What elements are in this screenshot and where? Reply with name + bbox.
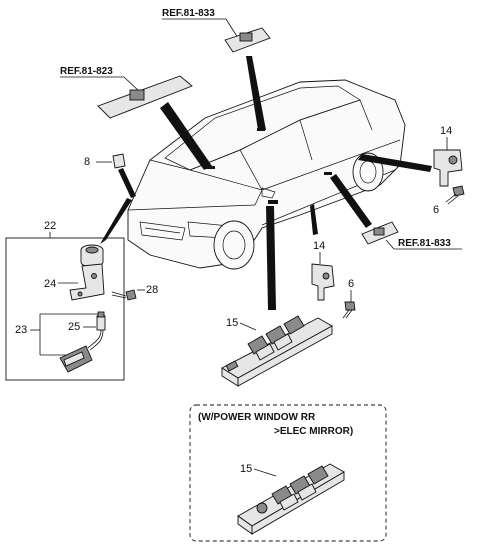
part-14-lower-group: 14 6 <box>310 204 356 319</box>
callout-22: 22 <box>44 220 56 232</box>
callout-14-lower: 14 <box>313 240 325 252</box>
callout-28: 28 <box>146 284 158 296</box>
callout-23: 23 <box>15 324 27 336</box>
part-8-group: 8 <box>84 153 136 198</box>
callout-25: 25 <box>68 321 80 333</box>
rear-switch-part-top <box>224 27 271 53</box>
bracket-24 <box>69 263 105 301</box>
arrow-14-upper <box>358 154 432 172</box>
arrow-right <box>330 174 372 228</box>
arrow-14-lower <box>310 204 318 235</box>
car-illustration <box>127 79 406 270</box>
ref-top-label: REF.81-833 <box>162 8 215 19</box>
callout-14-upper: 14 <box>440 125 452 137</box>
part-22-box: 22 24 28 23 25 <box>5 198 158 381</box>
courtesy-switch-lower <box>311 263 335 301</box>
callout-24: 24 <box>44 278 56 290</box>
callout-6-lower: 6 <box>348 278 354 290</box>
rear-switch-part-right <box>361 221 399 245</box>
ref-right-group: REF.81-833 <box>330 174 462 250</box>
power-window-main-switch: 15 <box>221 206 333 387</box>
callout-6-upper: 6 <box>433 204 439 216</box>
door-switch-part-8 <box>112 153 126 169</box>
courtesy-switch-upper <box>433 149 463 187</box>
arrow-8 <box>118 168 136 198</box>
option-line-2: >ELEC MIRROR) <box>274 426 353 437</box>
connector-harness <box>59 345 93 373</box>
ref-right-label: REF.81-833 <box>398 238 451 249</box>
arrow-top <box>246 56 266 130</box>
hood-latch-switch <box>80 244 104 268</box>
callout-15-main: 15 <box>226 317 238 329</box>
arrow-15 <box>266 206 276 310</box>
option-line-1: (W/POWER WINDOW RR <box>198 412 316 423</box>
power-window-option-switch <box>237 463 345 535</box>
mirror-switch-part-left <box>97 75 193 119</box>
screw-6-upper <box>445 185 465 205</box>
arrow-left <box>160 102 212 170</box>
option-box: (W/POWER WINDOW RR >ELEC MIRROR) 15 <box>189 404 387 542</box>
callout-15-option: 15 <box>240 463 252 475</box>
bolt-28 <box>111 289 137 301</box>
part-14-upper-group: 14 6 <box>358 125 465 216</box>
ref-top-group: REF.81-833 <box>162 8 271 130</box>
screw-6-lower <box>342 301 356 319</box>
ref-left-group: REF.81-823 <box>60 66 212 170</box>
callout-8: 8 <box>84 156 90 168</box>
ref-left-label: REF.81-823 <box>60 66 113 77</box>
switch-25 <box>87 311 106 351</box>
arrow-22 <box>100 198 132 244</box>
window-buttons-main <box>247 315 305 361</box>
